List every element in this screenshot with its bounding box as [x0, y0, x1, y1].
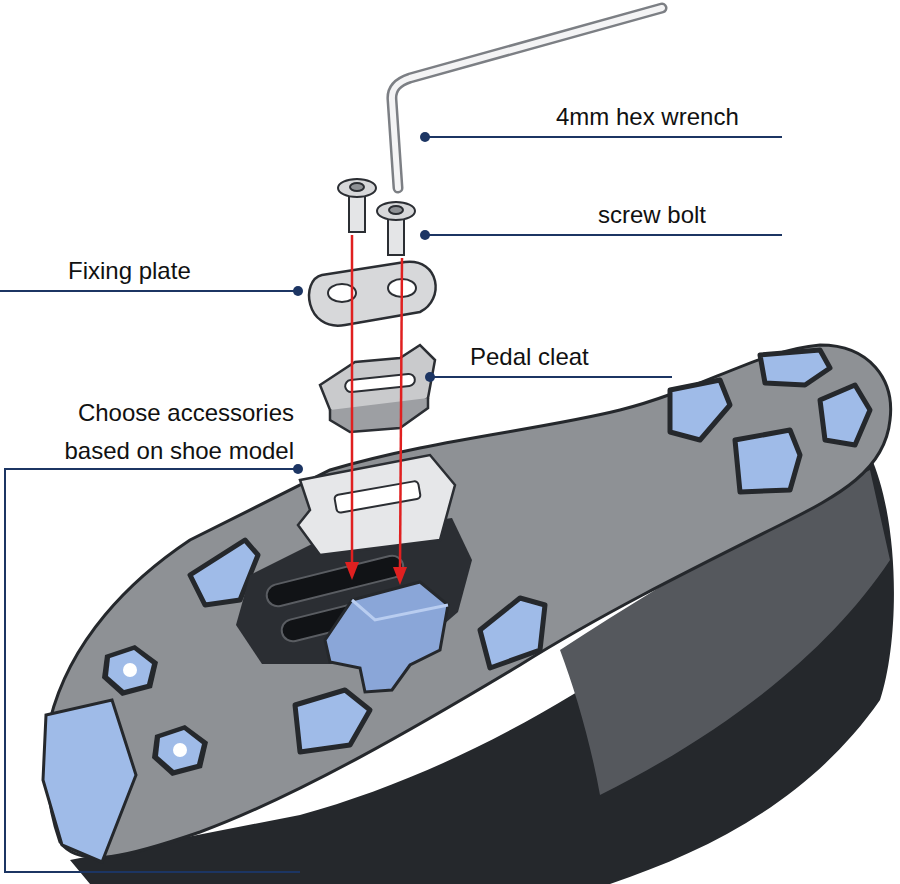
pedal-cleat — [320, 345, 435, 432]
mounted-cleat — [325, 582, 448, 692]
part-label: Pedal cleat — [470, 338, 589, 376]
leader-lines — [0, 137, 782, 872]
part-label: 4mm hex wrench — [556, 98, 739, 136]
fixing-plate — [309, 262, 436, 326]
toe-cap — [43, 700, 136, 862]
leader-dots — [293, 132, 435, 474]
part-label: Fixing plate — [68, 252, 191, 290]
toe-studs — [102, 645, 208, 776]
part-label: Choose accessories based on shoe model — [8, 394, 294, 470]
shim-plate — [298, 455, 455, 555]
hex-wrench — [392, 8, 662, 188]
part-label: screw bolt — [598, 196, 706, 234]
assembly-arrows — [345, 235, 407, 585]
screw-bolts — [338, 179, 415, 255]
